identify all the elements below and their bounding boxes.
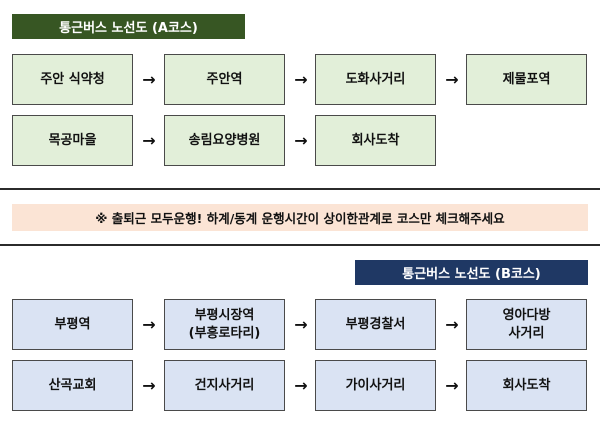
station-b-6: 건지사거리 [164, 360, 285, 411]
arrow-icon: → [142, 130, 156, 150]
station-a-3: 도화사거리 [315, 54, 436, 105]
station-b-3: 부평경찰서 [315, 299, 436, 350]
station-b-4-line1: 영아다방 [502, 307, 551, 323]
station-b-2: 부평시장역 (부흥로타리) [164, 299, 285, 350]
station-b-8: 회사도착 [466, 360, 587, 411]
station-a-5: 목공마을 [12, 115, 133, 166]
station-b-4: 영아다방 사거리 [466, 299, 587, 350]
station-a-2: 주안역 [164, 54, 285, 105]
station-b-7: 가이사거리 [315, 360, 436, 411]
station-b-4-line2: 사거리 [508, 325, 545, 341]
station-b-2-line1: 부평시장역 [194, 307, 255, 323]
arrow-icon: → [445, 69, 459, 89]
arrow-icon: → [142, 314, 156, 334]
arrow-icon: → [142, 375, 156, 395]
notice-banner: ※ 출퇴근 모두운행! 하계/동계 운행시간이 상이한관계로 코스만 체크해주세… [12, 204, 588, 231]
bottom-separator [0, 244, 600, 246]
station-b-2-line2: (부흥로타리) [188, 325, 261, 341]
station-a-6: 송림요양병원 [164, 115, 285, 166]
arrow-icon: → [294, 314, 308, 334]
course-b-title: 통근버스 노선도 (B코스) [355, 260, 588, 285]
top-separator [0, 188, 600, 190]
station-b-1: 부평역 [12, 299, 133, 350]
station-b-5: 산곡교회 [12, 360, 133, 411]
arrow-icon: → [294, 130, 308, 150]
arrow-icon: → [294, 69, 308, 89]
course-a-title: 통근버스 노선도 (A코스) [12, 14, 245, 39]
arrow-icon: → [142, 69, 156, 89]
arrow-icon: → [294, 375, 308, 395]
station-a-7: 회사도착 [315, 115, 436, 166]
station-a-4: 제물포역 [466, 54, 587, 105]
arrow-icon: → [445, 375, 459, 395]
arrow-icon: → [445, 314, 459, 334]
station-a-1: 주안 식약청 [12, 54, 133, 105]
